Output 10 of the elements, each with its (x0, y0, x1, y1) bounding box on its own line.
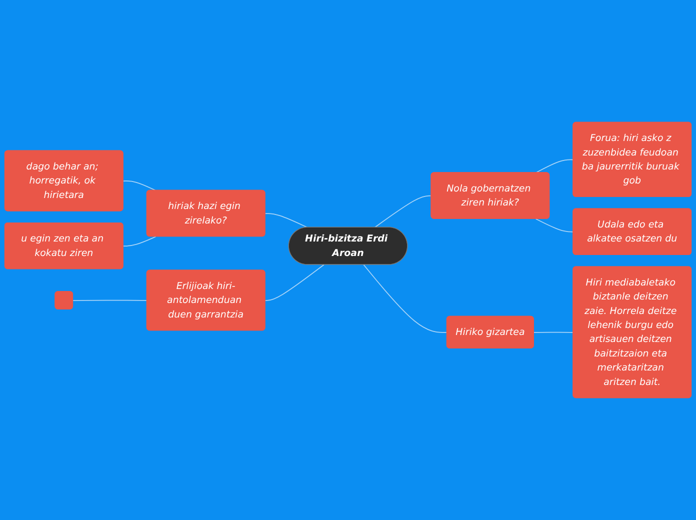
connector (122, 236, 156, 247)
connector (535, 159, 574, 174)
connector (374, 195, 432, 228)
connector (533, 332, 574, 333)
connector (363, 264, 448, 333)
connector (72, 300, 148, 301)
connector (122, 180, 156, 191)
connector (264, 264, 324, 301)
connector (535, 218, 574, 232)
connector (264, 213, 308, 228)
